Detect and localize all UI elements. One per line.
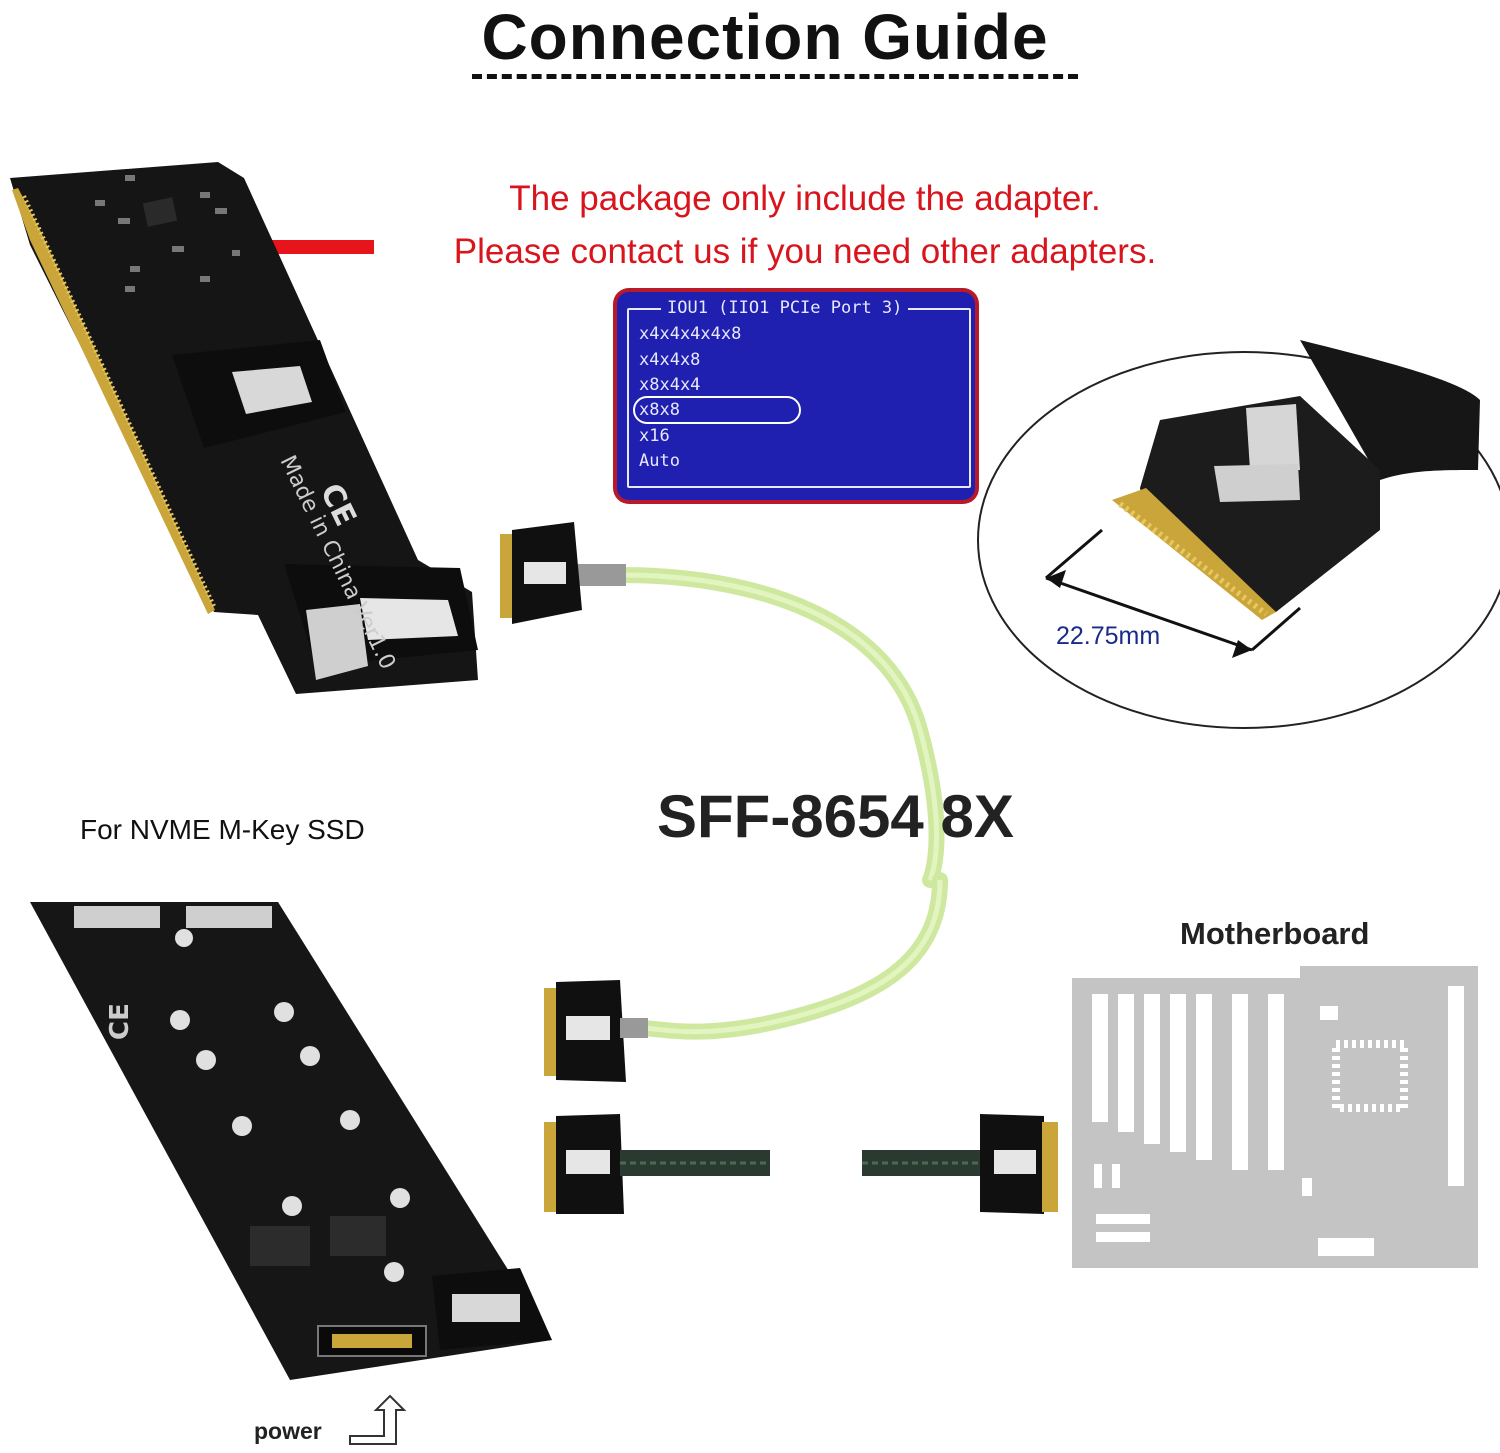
- motherboard-diagram: [1072, 966, 1478, 1268]
- lower-cable: [544, 872, 948, 1082]
- note-pointer-bar: [262, 240, 374, 254]
- connector-closeup: [977, 340, 1500, 729]
- bios-option: x4x4x4x4x8: [639, 324, 742, 344]
- nvme-adapter-board: CE: [30, 902, 552, 1380]
- ssd-label: For NVME M-Key SSD: [80, 814, 365, 845]
- package-note-line-1: The package only include the adapter.: [509, 179, 1101, 218]
- bios-header: IOU1 (IIO1 PCIe Port 3): [661, 298, 909, 318]
- package-note: The package only include the adapter. Pl…: [380, 172, 1230, 278]
- bios-option-selected: x8x8: [639, 400, 680, 420]
- svg-text:CE: CE: [105, 1003, 135, 1040]
- sff-cable-black: [544, 1114, 1058, 1214]
- pcie-adapter-card: Made in China Ver1.0 CE: [10, 162, 478, 694]
- page-title: Connection Guide: [481, 1, 1049, 73]
- bios-option: x16: [639, 426, 670, 446]
- bios-option: x8x4x4: [639, 375, 701, 395]
- power-label: power: [254, 1418, 322, 1444]
- bios-option: Auto: [639, 451, 680, 471]
- bios-selection-ring: [633, 396, 801, 424]
- cable-type-label: SFF-8654 8X: [657, 783, 1014, 850]
- upper-cable: [500, 522, 945, 888]
- motherboard-label: Motherboard: [1180, 916, 1370, 951]
- title-underline: [472, 74, 1078, 79]
- bios-settings-screen: IOU1 (IIO1 PCIe Port 3) x4x4x4x4x8 x4x4x…: [617, 292, 975, 500]
- arrow-turn-up-icon: [349, 1394, 407, 1445]
- connector-dimension-label: 22.75mm: [1056, 622, 1161, 650]
- bios-option: x4x4x8: [639, 350, 701, 370]
- package-note-line-2: Please contact us if you need other adap…: [453, 232, 1157, 271]
